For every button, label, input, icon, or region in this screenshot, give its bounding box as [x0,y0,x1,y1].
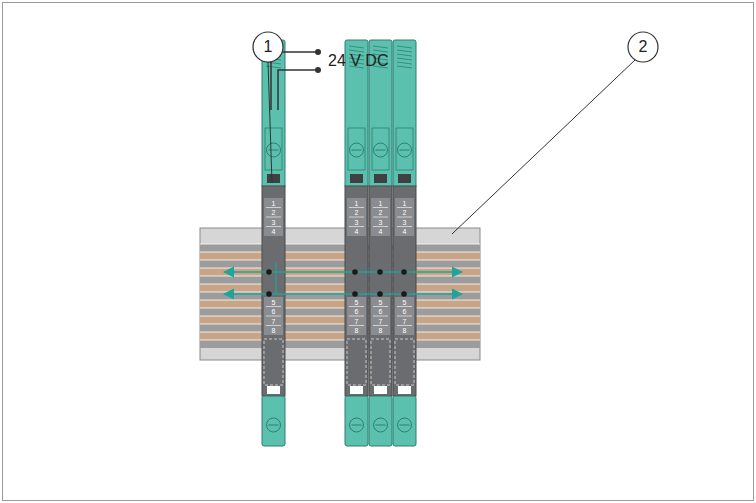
terminal-number: 7 [403,317,407,324]
terminal-number: 1 [379,199,383,206]
terminal-number: 5 [272,298,276,305]
terminal-number: 6 [272,308,276,315]
terminal-number: 5 [355,298,359,305]
terminal-number: 4 [379,228,383,235]
terminal-number: 2 [355,209,359,216]
terminal-number: 8 [355,327,359,334]
terminal-number: 8 [379,327,383,334]
terminal-number: 2 [379,209,383,216]
terminal-number: 3 [403,218,407,225]
terminal-number: 3 [355,218,359,225]
terminal-number: 5 [379,298,383,305]
power-bus [224,262,462,297]
terminal-number: 7 [379,317,383,324]
terminal-number: 7 [355,317,359,324]
din-rail [200,228,480,360]
module [262,40,285,446]
terminal-number: 8 [272,327,276,334]
callout-circles [253,32,658,234]
terminal-number: 7 [272,317,276,324]
terminal-number: 1 [355,199,359,206]
terminal-number: 1 [403,199,407,206]
module [393,40,416,446]
terminal-number: 4 [403,228,407,235]
modules [262,40,416,446]
terminal-number: 3 [379,218,383,225]
supply-voltage: 24 V DC [328,53,388,69]
terminal-number: 3 [272,218,276,225]
terminal-number: 2 [403,209,407,216]
frame [3,3,754,501]
module [369,40,392,446]
terminal-number: 6 [355,308,359,315]
terminal-number: 8 [403,327,407,334]
callout-number: 2 [639,39,648,55]
module [345,40,368,446]
terminal-number: 2 [272,209,276,216]
callout-number: 1 [264,39,273,55]
terminal-number: 5 [403,298,407,305]
terminal-number: 4 [355,228,359,235]
terminal-number: 6 [379,308,383,315]
terminal-number: 4 [272,228,276,235]
terminal-number: 1 [272,199,276,206]
terminal-number: 6 [403,308,407,315]
